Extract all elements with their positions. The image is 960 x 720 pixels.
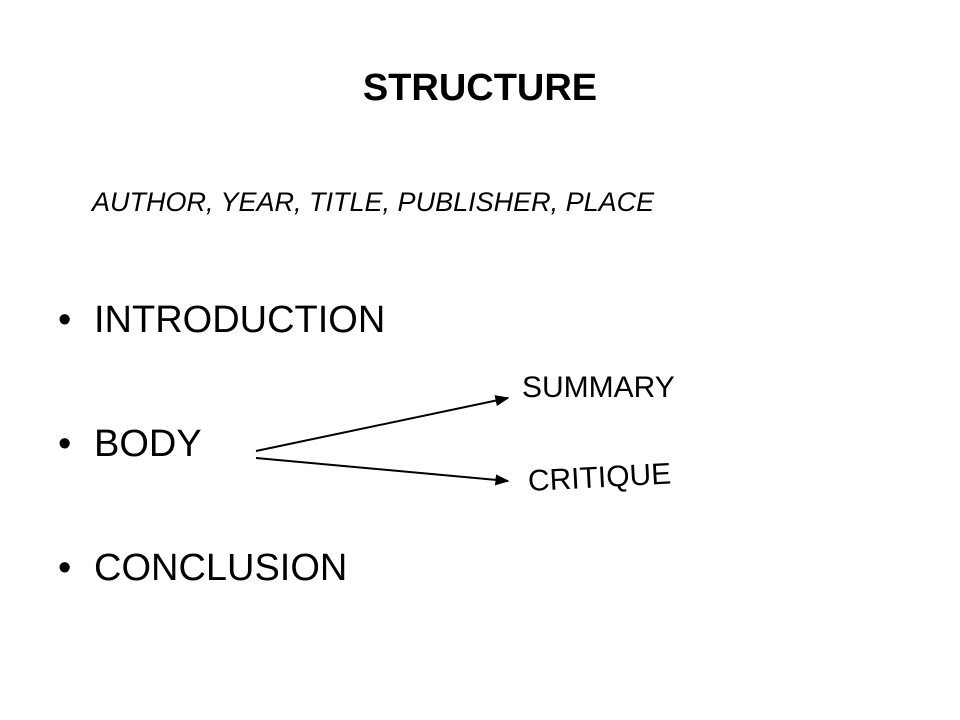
bullet-item-conclusion: • CONCLUSION <box>58 546 347 590</box>
bullet-marker: • <box>58 423 72 465</box>
bullet-item-introduction: • INTRODUCTION <box>58 298 385 342</box>
slide-title: STRUCTURE <box>362 67 598 109</box>
bullet-label-introduction: INTRODUCTION <box>94 299 386 341</box>
arrow-to-summary <box>255 395 510 452</box>
bullet-item-body: • BODY <box>58 422 202 466</box>
branch-label-critique: CRITIQUE <box>527 457 672 498</box>
bullet-marker: • <box>58 547 72 589</box>
arrow-to-critique <box>255 457 510 486</box>
branch-label-summary: SUMMARY <box>522 371 675 404</box>
subtitle-citation-fields: AUTHOR, YEAR, TITLE, PUBLISHER, PLACE <box>92 187 655 217</box>
bullet-marker: • <box>58 299 72 341</box>
bullet-label-conclusion: CONCLUSION <box>94 547 348 589</box>
bullet-label-body: BODY <box>94 423 202 465</box>
